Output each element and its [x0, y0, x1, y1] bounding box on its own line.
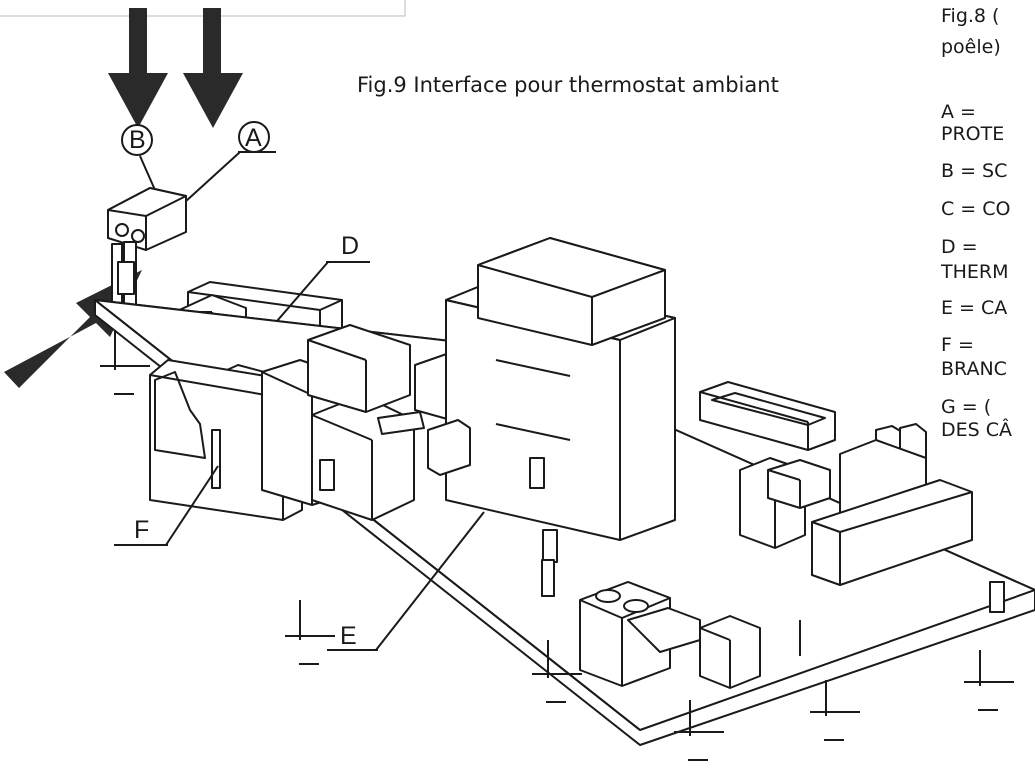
down-arrow-right — [183, 8, 243, 128]
callout-d-letter: D — [341, 232, 359, 260]
capacitor-block — [579, 581, 701, 687]
connector-right-bottom — [811, 479, 973, 586]
frame-edge — [0, 0, 406, 17]
callout-e — [327, 511, 485, 651]
legend-item-e: E = CA — [941, 297, 1008, 319]
standoffs — [117, 261, 1005, 613]
figure9-caption: Fig.9 Interface pour thermostat ambiant — [357, 73, 779, 97]
legend-item-d-line1: D = — [941, 236, 978, 258]
figure8-caption-line2: poêle) — [941, 36, 1001, 58]
callout-f-letter: F — [134, 516, 149, 544]
callout-a-letter: A — [245, 124, 262, 152]
legend-item-c: C = CO — [941, 198, 1011, 220]
diagonal-arrow — [4, 270, 142, 388]
connector-bottom — [699, 615, 761, 689]
down-arrow-left — [108, 8, 168, 128]
figure8-caption-line1: Fig.8 ( — [941, 5, 1000, 27]
callout-f — [114, 465, 219, 546]
small-component — [377, 411, 471, 476]
legend-item-g-line1: G = ( — [941, 396, 992, 418]
callout-b — [121, 124, 156, 191]
transformer — [445, 237, 676, 541]
legend-item-a-line2: PROTE — [941, 123, 1005, 145]
connector-right-top — [699, 381, 836, 451]
small-header — [767, 459, 831, 509]
plastic-feet — [100, 330, 1014, 761]
legend-item-b: B = SC — [941, 160, 1008, 182]
legend-item-g-line2: DES CÂ — [941, 419, 1012, 441]
legend-item-a-line1: A = — [941, 101, 976, 123]
legend-item-f-line1: F = — [941, 334, 974, 356]
legend-item-f-line2: BRANC — [941, 358, 1007, 380]
callout-e-letter: E — [340, 622, 357, 650]
legend-item-d-line2: THERM — [941, 261, 1009, 283]
callout-b-letter: B — [129, 126, 146, 154]
